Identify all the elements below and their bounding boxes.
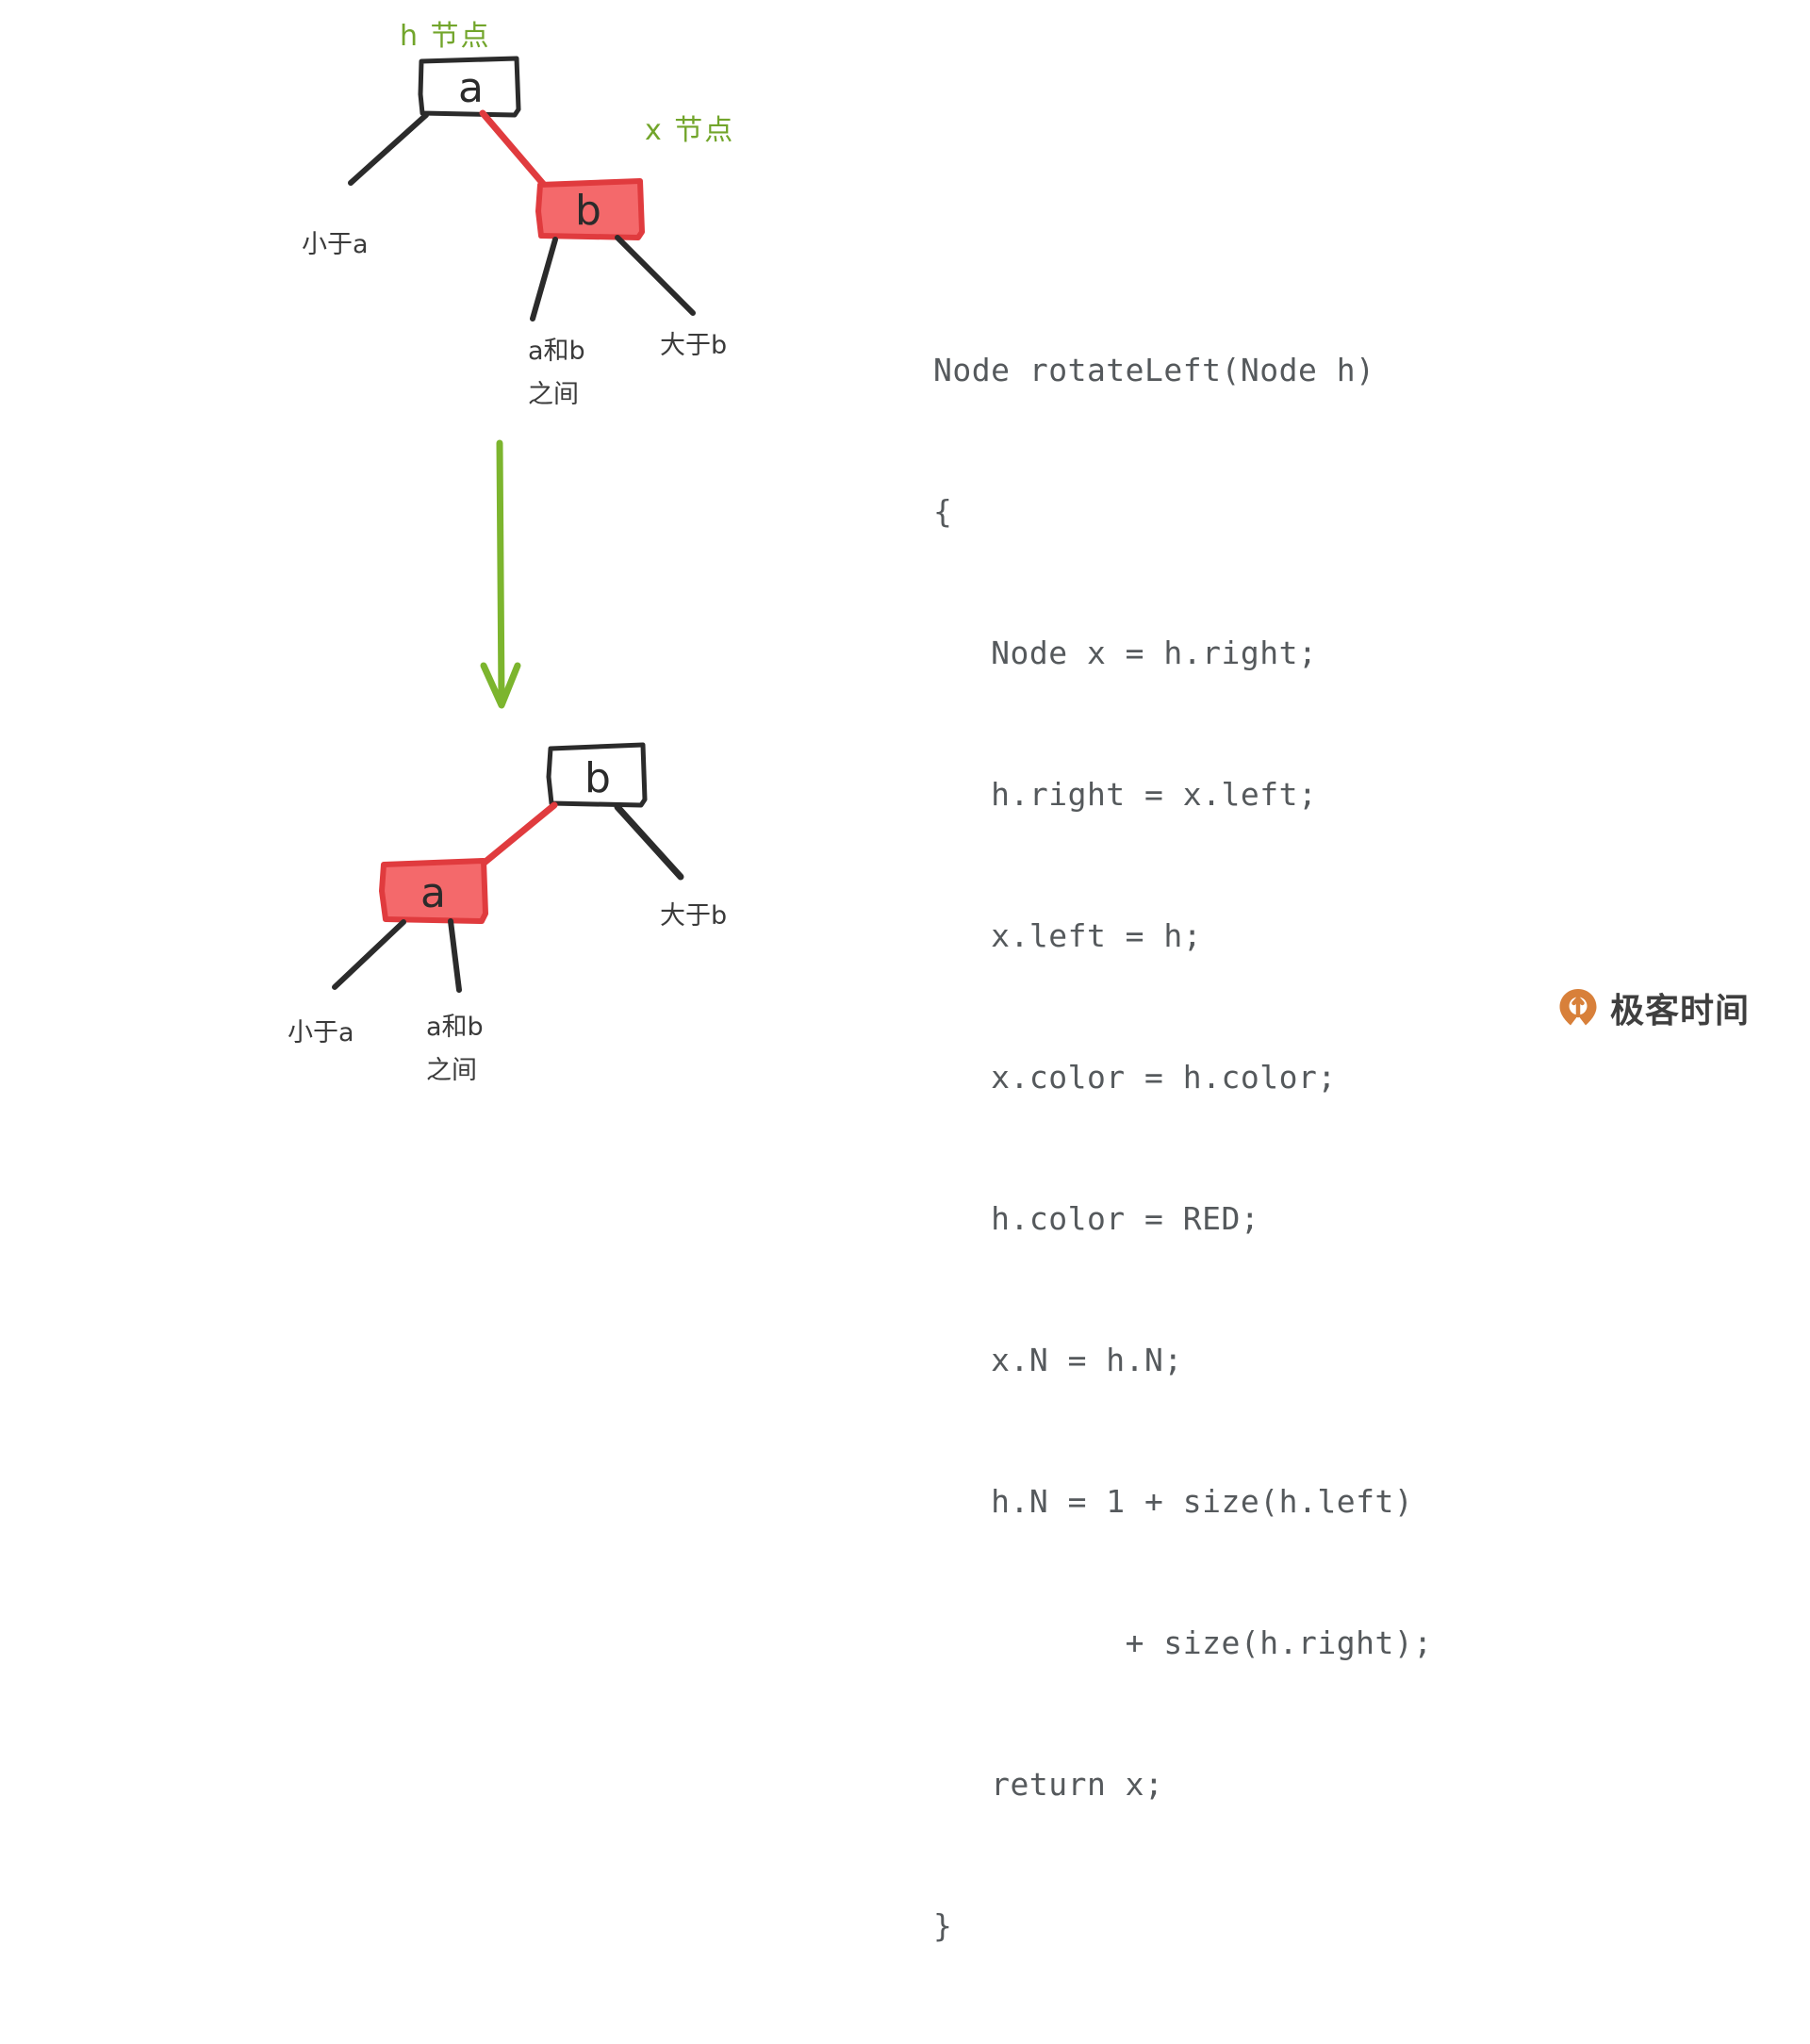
top-leaf-between-line1: a和b: [528, 337, 585, 366]
bottom-node-a: a: [379, 858, 488, 924]
code-line: {: [933, 493, 953, 530]
code-line: h.N = 1 + size(h.left): [933, 1483, 1414, 1520]
bottom-leaf-between-line1: a和b: [426, 1013, 484, 1042]
top-leaf-less-than-a: 小于a: [302, 230, 369, 259]
top-node-a: a: [418, 56, 521, 118]
code-line: Node rotateLeft(Node h): [933, 352, 1375, 388]
top-node-b-label: b: [575, 187, 601, 235]
bottom-leaf-between-line2: 之间: [426, 1056, 477, 1085]
code-line: x.N = h.N;: [933, 1342, 1183, 1378]
bottom-leaf-less-than-a: 小于a: [288, 1018, 354, 1047]
bottom-link-b-a-red: [477, 801, 558, 869]
code-line: h.color = RED;: [933, 1200, 1260, 1237]
top-node-b-box: [535, 178, 645, 240]
bottom-link-a-left: [332, 919, 406, 990]
tree-diagram-svg: h 节点 a x 节点 b 小于a a和b 之间 大于b: [288, 20, 734, 1085]
top-node-a-box: [418, 56, 521, 118]
bottom-leaf-greater-than-b: 大于b: [660, 901, 727, 931]
downward-transform-arrow: [480, 439, 521, 709]
arrow-head: [480, 662, 521, 709]
top-link-b-right: [615, 235, 696, 316]
bottom-node-a-box: [379, 858, 488, 924]
watermark-text: 极客时间: [1610, 992, 1751, 1030]
top-link-a-left: [348, 112, 429, 186]
code-line: }: [933, 1907, 953, 1944]
arrow-shaft: [496, 439, 505, 703]
code-line: Node x = h.right;: [933, 635, 1318, 671]
code-block: Node rotateLeft(Node h) { Node x = h.rig…: [933, 253, 1433, 2044]
bottom-link-a-right: [448, 918, 462, 993]
bottom-link-b-right: [614, 803, 684, 881]
code-line: return x;: [933, 1766, 1164, 1803]
watermark: 极客时间: [1557, 983, 1750, 1032]
code-line: x.left = h;: [933, 917, 1203, 954]
figure-canvas: h 节点 a x 节点 b 小于a a和b 之间 大于b: [288, 20, 1750, 1944]
top-node-b: b: [535, 178, 645, 240]
logo-arrow-head: [1571, 996, 1585, 1006]
geektime-logo-icon: [1557, 987, 1599, 1029]
code-line: h.right = x.left;: [933, 776, 1318, 813]
bottom-node-b-box: [546, 742, 648, 808]
top-link-a-b-red: [479, 109, 548, 189]
bottom-node-b: b: [546, 742, 648, 808]
bottom-node-b-label: b: [584, 754, 611, 802]
annotation-x-node: x 节点: [645, 114, 734, 147]
bottom-node-a-label: a: [420, 869, 446, 917]
code-line: x.color = h.color;: [933, 1059, 1337, 1096]
top-node-a-label: a: [458, 64, 484, 112]
top-leaf-greater-than-b: 大于b: [660, 331, 727, 360]
top-leaf-between-line2: 之间: [528, 380, 579, 409]
top-link-b-left: [530, 237, 558, 321]
annotation-h-node: h 节点: [400, 20, 491, 53]
code-line: + size(h.right);: [933, 1624, 1433, 1661]
